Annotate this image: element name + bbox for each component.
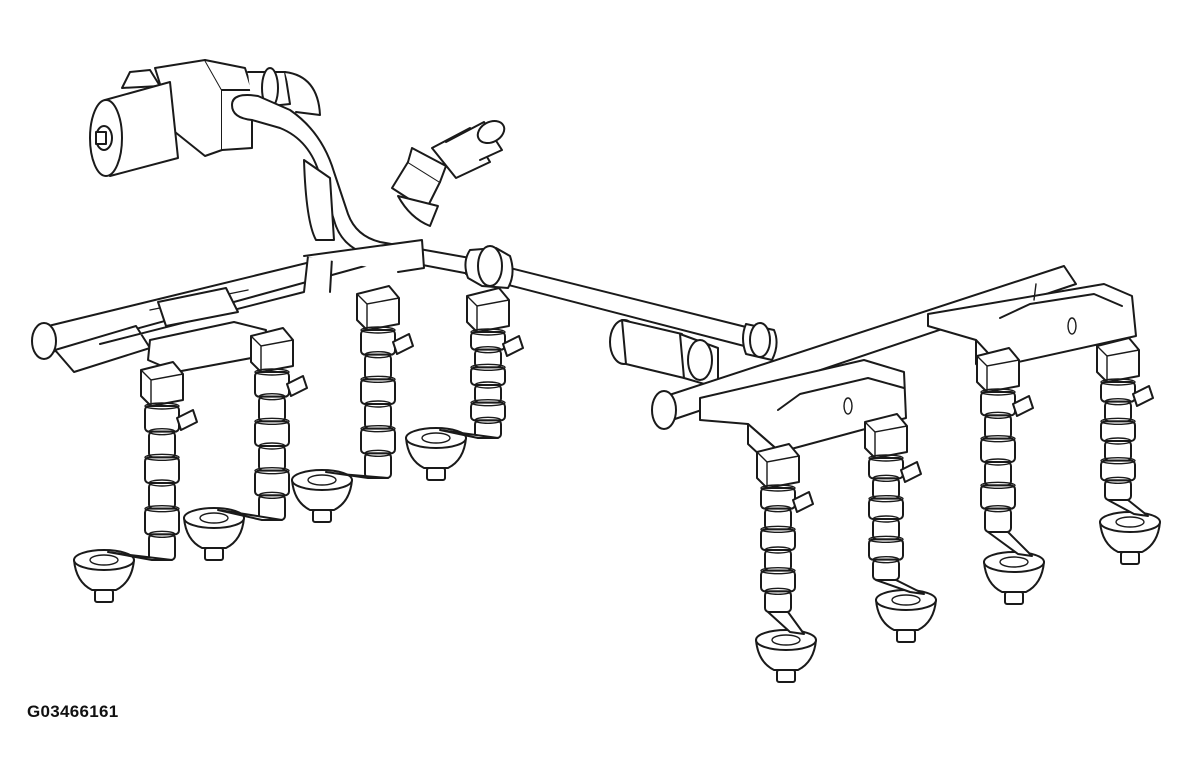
fuel-injector bbox=[1097, 338, 1160, 564]
fuel-injectors bbox=[74, 286, 1160, 682]
left-fuel-rail bbox=[32, 240, 424, 372]
injector-seal-cup bbox=[984, 552, 1044, 604]
injector-seal-cup bbox=[74, 550, 134, 602]
test-port-fitting bbox=[610, 320, 718, 388]
injector-seal-cup bbox=[1100, 512, 1160, 564]
fuel-injector bbox=[756, 444, 816, 682]
injector-seal-cup bbox=[184, 508, 244, 560]
injector-seal-cup bbox=[406, 428, 466, 480]
fuel-injector bbox=[74, 362, 197, 602]
injector-seal-cup bbox=[876, 590, 936, 642]
fuel-injector bbox=[292, 286, 413, 522]
temperature-sensor bbox=[392, 117, 508, 226]
fuel-injector bbox=[977, 348, 1044, 604]
injector-seal-cup bbox=[756, 630, 816, 682]
figure-id-label: G03466161 bbox=[27, 702, 119, 721]
fuel-injector bbox=[184, 328, 307, 560]
injector-seal-cup bbox=[292, 470, 352, 522]
right-fuel-rail bbox=[652, 266, 1136, 470]
fuel-injector bbox=[406, 288, 523, 480]
crossover-tube bbox=[465, 246, 776, 360]
fuel-injector bbox=[865, 414, 936, 642]
